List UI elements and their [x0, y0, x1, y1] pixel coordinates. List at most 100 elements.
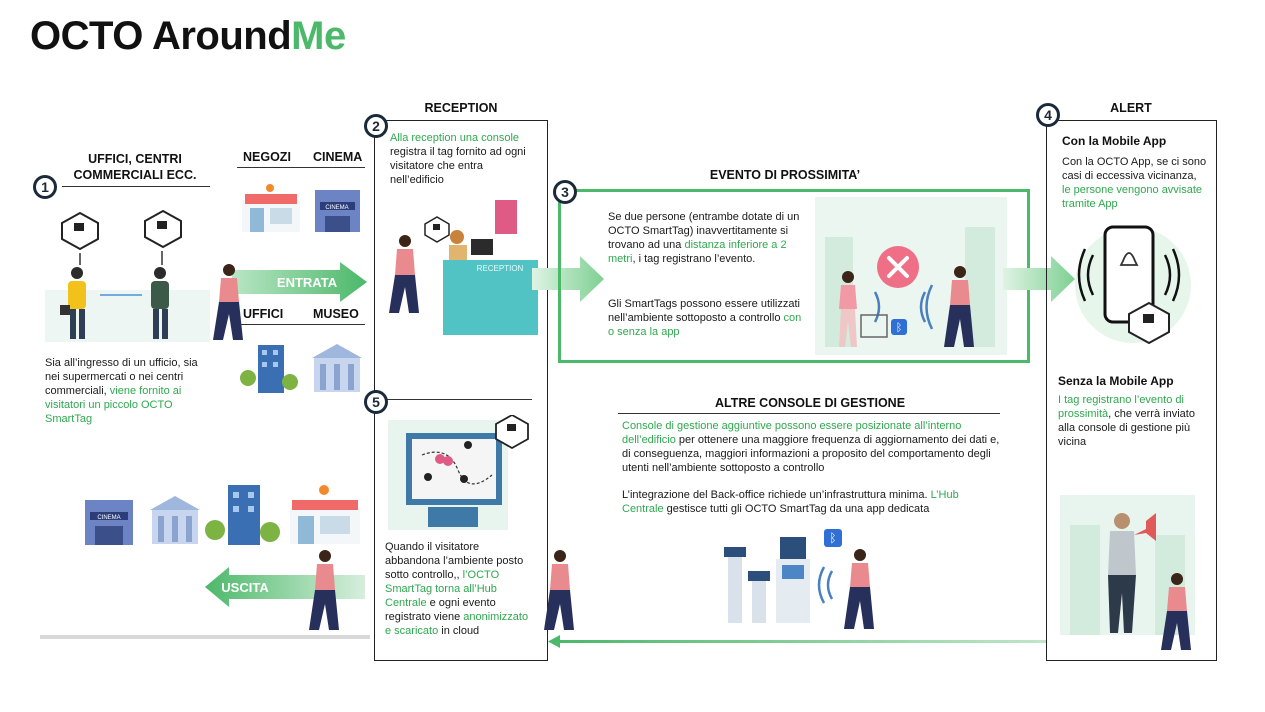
hub-central-illustration	[388, 415, 529, 530]
label-uffici: UFFICI	[243, 307, 284, 321]
signal-waves-icon	[873, 291, 881, 323]
proximity-illustration: ᛒ	[815, 197, 1007, 355]
cinema-sign: CINEMA	[97, 515, 120, 521]
page-title: OCTO AroundMe	[30, 14, 346, 59]
consoles-illustration: ᛒ	[724, 529, 874, 629]
megaphone-icon	[1134, 513, 1156, 541]
with-app-description: Con la OCTO App, se ci sono casi di ecce…	[1062, 155, 1207, 211]
label-museo: MUSEO	[313, 307, 359, 321]
arrow-to-proximity	[532, 256, 604, 302]
buildings-exit-illustration: CINEMA	[85, 485, 360, 545]
step-5-description: Quando il visitatore abbandona l’ambient…	[385, 540, 533, 638]
office-building-icon	[205, 485, 280, 545]
smarttag-icon	[1128, 301, 1170, 345]
step-3-text-a: Se due persone (entrambe dotate di un OC…	[608, 211, 800, 251]
step-3-highlight-app: con o senza la app	[608, 312, 802, 338]
bluetooth-icon	[824, 529, 842, 547]
step-5-text-2: e ogni evento registrato viene	[385, 597, 496, 623]
with-app-title: Con la Mobile App	[1062, 134, 1167, 148]
cinema-building-icon: CINEMA	[315, 190, 360, 232]
svg-text:ᛒ: ᛒ	[829, 531, 836, 545]
person-figure	[60, 267, 86, 339]
signal-waves-icon	[817, 566, 826, 604]
step-1-text: Sia all’ingresso di un ufficio, sia nei …	[45, 357, 198, 397]
map-pin-icon	[464, 441, 472, 449]
entrata-arrow	[232, 262, 367, 302]
step-5-badge: 5	[364, 390, 388, 414]
announcer-illustration	[1060, 495, 1195, 650]
visitor-woman	[844, 549, 874, 629]
step-3-heading: EVENTO DI PROSSIMITA’	[709, 168, 861, 182]
receptionist	[450, 230, 464, 244]
alert-heading: ALERT	[1110, 101, 1152, 115]
cinema-building-icon: CINEMA	[85, 500, 133, 545]
step-2-text: registra il tag fornito ad ogni visitato…	[390, 146, 526, 186]
step-3-paragraph-1: Se due persone (entrambe dotate di un OC…	[608, 210, 808, 266]
bluetooth-icon	[891, 319, 907, 335]
without-app-title: Senza la Mobile App	[1058, 374, 1174, 388]
step-1-heading: UFFICI, CENTRI COMMERCIALI ECC.	[60, 151, 210, 183]
step-5-highlight-2: anonimizzato e scaricato	[385, 611, 529, 637]
without-app-text: , che verrà inviato alla console di gest…	[1058, 408, 1195, 448]
shopping-cart-icon	[860, 314, 888, 338]
offices-museum-illustration	[240, 344, 362, 393]
step-3-text-c: Gli SmartTags possono essere utilizzati …	[608, 298, 800, 324]
map-pin-icon	[424, 473, 432, 481]
step-3-badge: 3	[553, 180, 577, 204]
smarttag-icon	[144, 209, 182, 249]
shop-icon	[290, 485, 360, 544]
step-1-heading-line1: UFFICI, CENTRI	[88, 152, 182, 166]
vibration-waves-icon	[1086, 254, 1095, 296]
arrow-to-alert	[1003, 256, 1075, 302]
entrata-label: ENTRATA	[276, 274, 338, 290]
places-divider-bottom	[237, 324, 365, 325]
altre-divider	[618, 413, 1000, 414]
step-3-paragraph-2: Gli SmartTags possono essere utilizzati …	[608, 297, 808, 339]
with-app-text: Con la OCTO App, se ci sono casi di ecce…	[1062, 156, 1207, 182]
label-negozi: NEGOZI	[243, 150, 291, 164]
shop-icon	[242, 184, 300, 232]
visitor-woman	[1161, 573, 1191, 650]
step-5-text-1: Quando il visitatore abbandona l’ambient…	[385, 541, 524, 581]
altre-heading: ALTRE CONSOLE DI GESTIONE	[714, 396, 906, 410]
wall-picture	[495, 200, 517, 234]
without-app-description: I tag registrano l’evento di prossimità,…	[1058, 393, 1203, 449]
smarttag-icon	[495, 415, 529, 450]
step-5-text-3: in cloud	[438, 625, 480, 637]
altre-text-3: gestisce tutti gli OCTO SmartTag da una …	[663, 503, 930, 515]
console-monitor	[471, 239, 493, 255]
label-cinema: CINEMA	[313, 150, 363, 164]
museum-building-icon	[150, 496, 200, 544]
step-4-badge: 4	[1036, 103, 1060, 127]
map-pin-icon	[435, 454, 445, 464]
ground-line	[40, 635, 370, 639]
return-arrow-head	[548, 635, 560, 648]
cinema-sign: CINEMA	[325, 205, 348, 211]
security-man	[1114, 513, 1130, 529]
alert-panel	[1046, 120, 1217, 661]
visitor-woman-exiting	[309, 550, 339, 630]
step-5-divider	[386, 399, 532, 400]
visitor-woman	[944, 266, 974, 347]
with-app-highlight: le persone vengono avvisate tramite App	[1062, 184, 1203, 210]
step-3-highlight-distance: distanza inferiore a 2 metri	[608, 239, 787, 265]
step-2-text-highlight: Alla reception una console	[390, 132, 520, 144]
reception-heading: RECEPTION	[424, 101, 498, 115]
uscita-label: USCITA	[221, 579, 269, 595]
reception-desk-label: RECEPTION	[477, 264, 524, 273]
step-1-divider	[62, 186, 210, 187]
reception-desk	[443, 260, 538, 335]
kiosk-console-icon	[724, 537, 810, 623]
map-pin-icon	[460, 475, 468, 483]
step-5-highlight-1: l’OCTO SmartTag torna all’Hub Centrale	[385, 569, 500, 609]
altre-paragraph-2: L’integrazione del Back-office richiede …	[622, 488, 1000, 516]
without-app-highlight: I tag registrano l’evento di prossimità	[1058, 394, 1184, 420]
altre-highlight-2: L’Hub Centrale	[622, 489, 959, 515]
step-2-description: Alla reception una console registra il t…	[390, 131, 535, 187]
altre-text-2: L’integrazione del Back-office richiede …	[622, 489, 931, 501]
altre-text-1: per ottenere una maggiore frequenza di a…	[622, 434, 1000, 474]
step-2-badge: 2	[364, 114, 388, 138]
shops-illustration: CINEMA	[242, 184, 360, 232]
altre-highlight-1: Console di gestione aggiuntive possono e…	[622, 420, 962, 446]
museum-building-icon	[312, 344, 362, 392]
